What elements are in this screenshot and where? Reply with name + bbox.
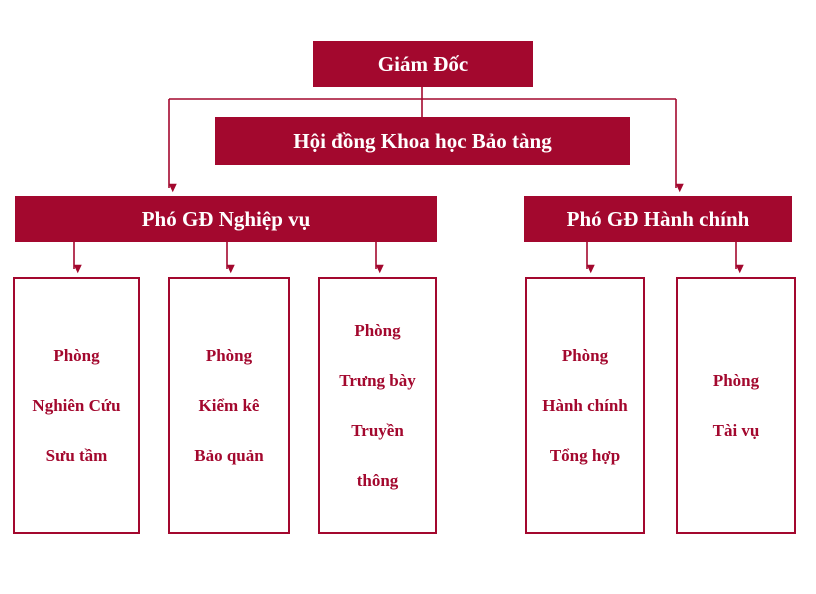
node-director: Giám Đốc [313,41,533,87]
node-science-council: Hội đồng Khoa học Bảo tàng [215,117,630,165]
dept-line: Bảo quản [194,446,264,465]
node-deputy-professional: Phó GĐ Nghiệp vụ [15,196,437,242]
node-deputy-professional-label: Phó GĐ Nghiệp vụ [141,206,311,231]
dept-line: Hành chính [542,396,628,415]
dept-line: Truyền [351,421,404,440]
node-deputy-admin: Phó GĐ Hành chính [524,196,792,242]
dept-line: Sưu tầm [45,446,108,465]
node-dept-research-collection: Phòng Nghiên Cứu Sưu tầm [13,277,140,534]
dept-line: Phòng [561,346,609,365]
node-dept-admin-general: Phòng Hành chính Tổng hợp [525,277,645,534]
dept-line: Trưng bày [339,371,416,390]
node-deputy-admin-label: Phó GĐ Hành chính [566,206,750,231]
dept-line: Kiểm kê [198,396,260,415]
dept-line: Tài vụ [712,421,760,440]
dept-line: Phòng [712,371,760,390]
dept-line: Phòng [53,346,100,365]
dept-line: thông [356,471,399,490]
node-dept-finance: Phòng Tài vụ [676,277,796,534]
node-science-council-label: Hội đồng Khoa học Bảo tàng [293,128,552,153]
dept-line: Phòng [205,346,253,365]
dept-line: Phòng [354,321,401,340]
node-dept-inventory-preservation: Phòng Kiểm kê Bảo quản [168,277,290,534]
node-director-label: Giám Đốc [377,51,469,76]
dept-line: Nghiên Cứu [32,396,121,415]
node-dept-exhibition-communication: Phòng Trưng bày Truyền thông [318,277,437,534]
dept-line: Tổng hợp [549,446,621,465]
